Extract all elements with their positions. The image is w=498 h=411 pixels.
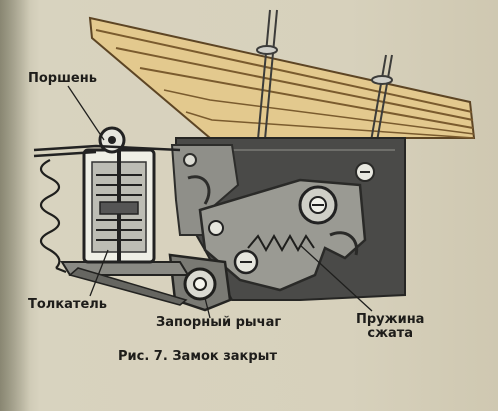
label-lock-lever: Запорный рычаг [156, 315, 282, 330]
label-spring-line2: сжата [367, 326, 414, 341]
compressed-spring [247, 233, 315, 253]
label-spring-line1: Пружина [356, 312, 425, 327]
lower-bolts [208, 220, 259, 275]
lock-lever [168, 253, 232, 312]
figure-caption: Рис. 7. Замок закрыт [118, 349, 277, 364]
wooden-board [88, 16, 476, 139]
page-binding-shadow [0, 0, 30, 411]
piston-cylinder [82, 126, 156, 264]
leader-lines [67, 85, 373, 319]
label-spring: Пружина сжата [356, 313, 424, 341]
external-coil-spring [39, 159, 67, 274]
main-pivot [298, 185, 338, 225]
latch-bracket [170, 144, 240, 236]
label-piston: Поршень [28, 71, 97, 86]
label-pusher: Толкатель [28, 297, 108, 312]
piston-rod [33, 144, 181, 158]
